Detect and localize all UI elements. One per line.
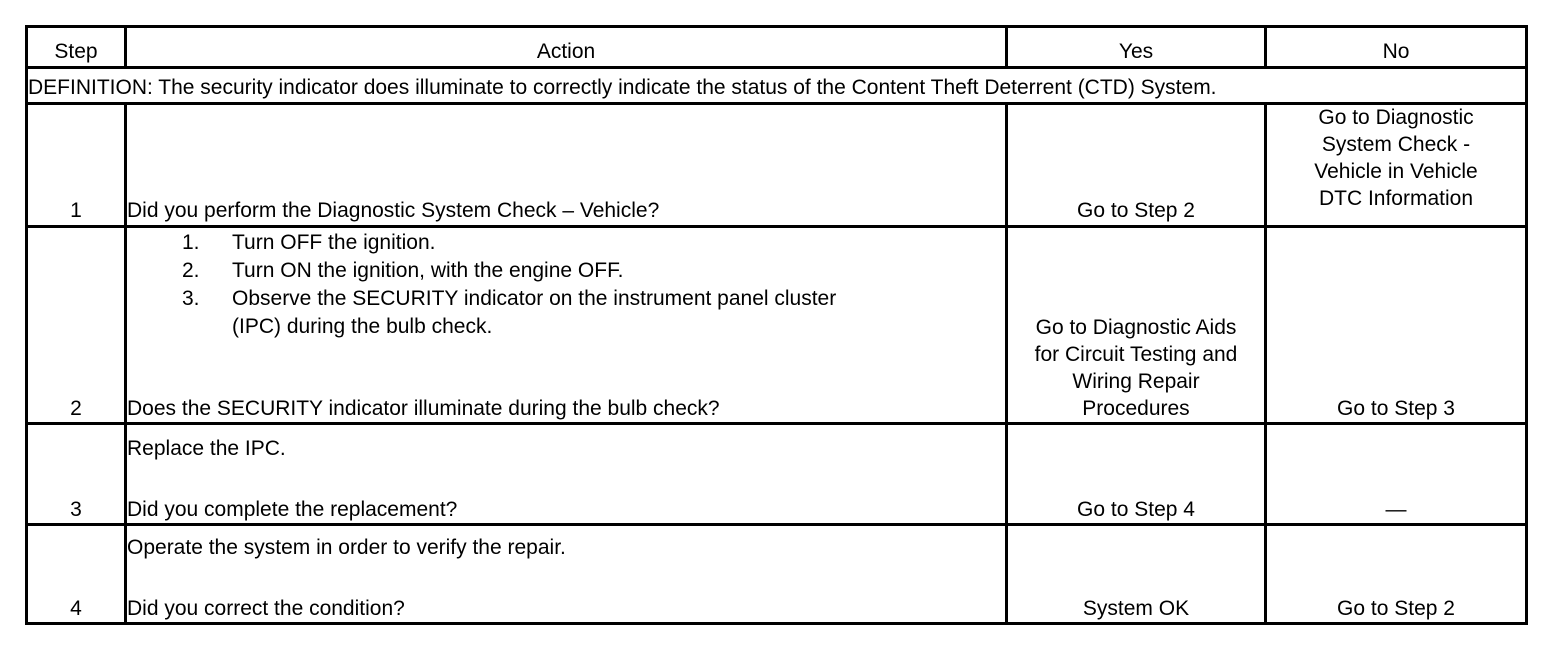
- action-cell: Replace the IPC. Did you complete the re…: [124, 422, 1008, 527]
- header-yes: Yes: [1005, 25, 1267, 69]
- header-no: No: [1264, 25, 1528, 69]
- action-question: Did you complete the replacement?: [127, 497, 458, 521]
- no-line: —: [1385, 497, 1407, 521]
- definition-row: DEFINITION: The security indicator does …: [25, 66, 1528, 105]
- yes-cell: Go to Step 2: [1005, 102, 1267, 228]
- no-line: Go to Step 2: [1337, 596, 1455, 620]
- no-line: DTC Information: [1318, 186, 1474, 210]
- list-item: 3. Observe the SECURITY indicator on the…: [127, 286, 1005, 313]
- definition-text: DEFINITION: The security indicator does …: [25, 66, 1528, 105]
- table-header-row: Step Action Yes No: [25, 25, 1528, 69]
- no-line: System Check -: [1321, 132, 1471, 156]
- yes-line: Go to Step 4: [1077, 497, 1195, 521]
- list-item: 1. Turn OFF the ignition.: [127, 230, 1005, 257]
- no-line: Vehicle in Vehicle: [1314, 159, 1478, 183]
- no-cell: —: [1264, 422, 1528, 527]
- step-number: 1: [25, 102, 127, 228]
- action-question: Did you correct the condition?: [127, 596, 405, 620]
- action-cell: Did you perform the Diagnostic System Ch…: [124, 102, 1008, 228]
- action-statement: Replace the IPC.: [127, 436, 286, 460]
- spacer: [127, 562, 1005, 596]
- table-row: 4 Operate the system in order to verify …: [25, 523, 1528, 626]
- yes-cell: System OK: [1005, 523, 1267, 626]
- list-item-continuation: (IPC) during the bulb check.: [127, 314, 1005, 341]
- action-step-list: 1. Turn OFF the ignition. 2. Turn ON the…: [127, 230, 1005, 341]
- no-line: Go to Step 3: [1337, 396, 1455, 420]
- table-row: 3 Replace the IPC. Did you complete the …: [25, 422, 1528, 527]
- no-line: Go to Diagnostic: [1318, 106, 1474, 129]
- no-cell: Go to Step 3: [1264, 224, 1528, 426]
- step-number: 2: [25, 224, 127, 426]
- list-marker: 2.: [182, 258, 200, 282]
- list-item: 2. Turn ON the ignition, with the engine…: [127, 258, 1005, 285]
- step-number: 3: [25, 422, 127, 527]
- header-step: Step: [25, 25, 127, 69]
- yes-cell: Go to Diagnostic Aids for Circuit Testin…: [1005, 224, 1267, 426]
- list-marker: 1.: [182, 231, 200, 254]
- yes-line: Go to Step 2: [1077, 199, 1195, 223]
- no-cell: Go to Diagnostic System Check - Vehicle …: [1264, 102, 1528, 228]
- list-text: (IPC) during the bulb check.: [232, 314, 493, 338]
- list-text: Observe the SECURITY indicator on the in…: [232, 286, 837, 310]
- step-number: 4: [25, 523, 127, 626]
- list-marker: 3.: [182, 286, 200, 310]
- list-text: Turn OFF the ignition.: [232, 231, 436, 254]
- yes-line: for Circuit Testing and: [1034, 342, 1238, 366]
- table-row: 1 Did you perform the Diagnostic System …: [25, 102, 1528, 228]
- no-cell: Go to Step 2: [1264, 523, 1528, 626]
- yes-line: System OK: [1082, 596, 1190, 620]
- yes-cell: Go to Step 4: [1005, 422, 1267, 527]
- action-question: Did you perform the Diagnostic System Ch…: [127, 199, 660, 223]
- spacer: [127, 463, 1005, 497]
- yes-line: Procedures: [1082, 396, 1190, 420]
- header-action: Action: [124, 25, 1008, 69]
- yes-line: Go to Diagnostic Aids: [1035, 315, 1237, 339]
- spacer: [127, 342, 1005, 396]
- table-row: 2 1. Turn OFF the ignition. 2. Turn ON t…: [25, 224, 1528, 426]
- list-text: Turn ON the ignition, with the engine OF…: [232, 258, 624, 282]
- action-question: Does the SECURITY indicator illuminate d…: [127, 396, 720, 420]
- action-cell: Operate the system in order to verify th…: [124, 523, 1008, 626]
- action-statement: Operate the system in order to verify th…: [127, 535, 566, 559]
- diagnostic-procedure-table: Step Action Yes No DEFINITION: The secur…: [25, 25, 1528, 626]
- action-cell: 1. Turn OFF the ignition. 2. Turn ON the…: [124, 224, 1008, 426]
- yes-line: Wiring Repair: [1072, 369, 1200, 393]
